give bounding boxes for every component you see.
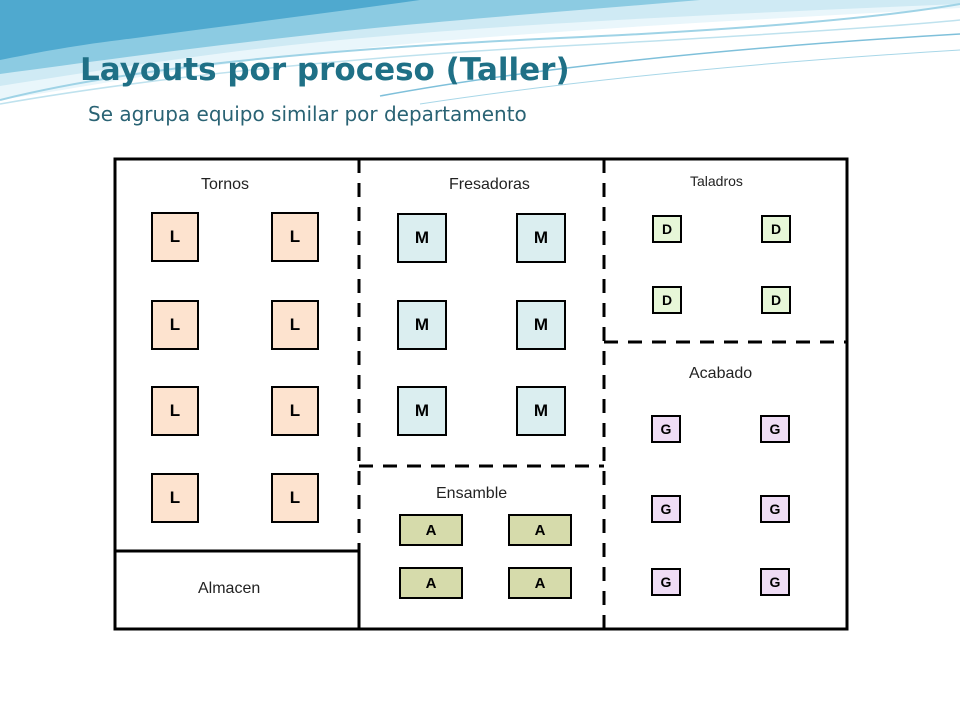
mill-machine: M [397, 386, 447, 436]
grinder-machine: G [651, 495, 681, 523]
lathe-machine: L [271, 473, 319, 523]
lathe-machine: L [151, 386, 199, 436]
grinder-machine: G [760, 568, 790, 596]
mill-machine: M [516, 213, 566, 263]
grinder-machine: G [651, 415, 681, 443]
almacen-label: Almacen [198, 580, 261, 597]
lathe-machine: L [151, 212, 199, 262]
lathe-machine: L [271, 212, 319, 262]
lathe-machine: L [271, 300, 319, 350]
slide-subtitle: Se agrupa equipo similar por departament… [88, 102, 527, 126]
lathe-machine: L [271, 386, 319, 436]
assembly-station: A [508, 514, 572, 546]
mill-machine: M [516, 386, 566, 436]
assembly-station: A [508, 567, 572, 599]
lathe-machine: L [151, 300, 199, 350]
drill-machine: D [761, 215, 791, 243]
lathe-machine: L [151, 473, 199, 523]
floor-plan-outline [113, 157, 849, 631]
mill-machine: M [516, 300, 566, 350]
acabado-label: Acabado [689, 365, 753, 382]
slide-title: Layouts por proceso (Taller) [80, 52, 570, 88]
mill-machine: M [397, 213, 447, 263]
drill-machine: D [761, 286, 791, 314]
mill-machine: M [397, 300, 447, 350]
drill-machine: D [652, 215, 682, 243]
assembly-station: A [399, 514, 463, 546]
tornos-label: Tornos [201, 176, 250, 193]
taladros-label: Taladros [690, 173, 743, 189]
fresadoras-label: Fresadoras [449, 176, 530, 193]
grinder-machine: G [651, 568, 681, 596]
grinder-machine: G [760, 415, 790, 443]
grinder-machine: G [760, 495, 790, 523]
ensamble-label: Ensamble [436, 485, 508, 502]
assembly-station: A [399, 567, 463, 599]
decorative-wave-header [0, 0, 960, 105]
drill-machine: D [652, 286, 682, 314]
